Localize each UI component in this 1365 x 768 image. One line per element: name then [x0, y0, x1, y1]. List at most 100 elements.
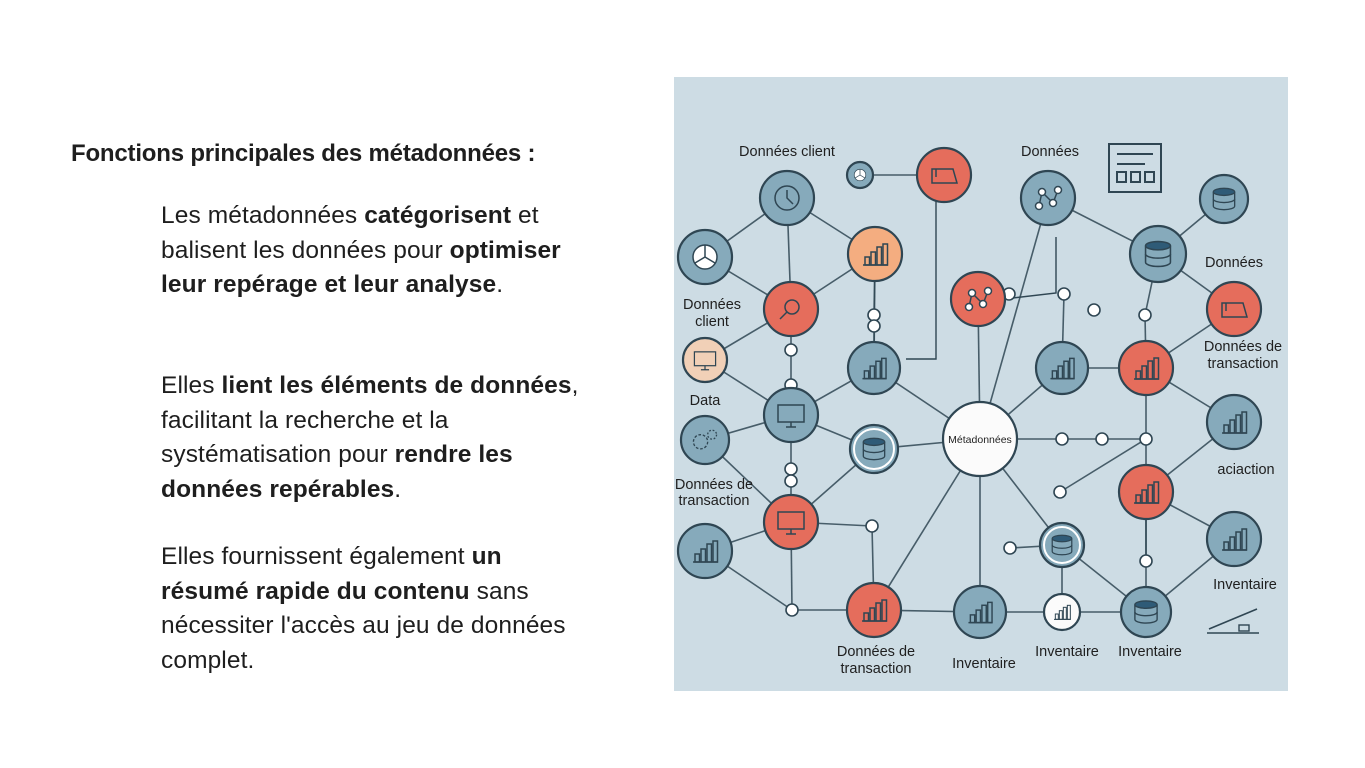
database-icon: [1134, 600, 1158, 624]
db-body: [1144, 245, 1172, 268]
clock-face: [774, 185, 800, 211]
pie-slices: [854, 169, 866, 179]
node-db4: [1198, 173, 1250, 225]
bar-2: [869, 607, 876, 622]
bar-3: [876, 246, 883, 266]
bar-chart-icon: [862, 357, 887, 380]
bar-4: [1241, 528, 1248, 551]
label-inventaire-right: Inventaire: [1213, 577, 1277, 593]
paragraph-3-run-1: Elles fournissent également: [161, 543, 472, 570]
diagram-nodes: [676, 143, 1263, 640]
junction-d13: [1139, 432, 1153, 446]
junction-d1: [784, 343, 798, 357]
doc-cell-2: [1130, 171, 1141, 183]
clock-hands: [786, 190, 794, 205]
bar-1: [863, 612, 870, 622]
label-donnees-right: Données: [1205, 255, 1263, 271]
bar-3: [981, 604, 987, 624]
label-donnees-client-top: Données client: [739, 144, 835, 160]
bar-2: [1057, 365, 1064, 380]
paragraph-1-run-5: .: [496, 271, 504, 298]
network-svg: Données client Données Données Données c…: [674, 77, 1288, 691]
node-cardR2: [1205, 280, 1263, 338]
db-top: [1212, 187, 1236, 197]
edge-60: [1059, 438, 1147, 493]
paragraph-2-run-5: .: [394, 475, 402, 503]
bar-1: [1051, 370, 1058, 380]
search-icon: [779, 299, 800, 320]
vertex-3: [1053, 185, 1063, 195]
diagram-labels: Données client Données Données Données c…: [675, 144, 1282, 677]
node-inner-ring-db1: [853, 428, 895, 470]
bar-4: [986, 601, 993, 624]
stand: [700, 365, 710, 371]
node-db3: [1128, 224, 1188, 284]
db-ring: [1134, 611, 1158, 617]
node-search: [762, 280, 820, 338]
pie-icon: [692, 244, 718, 270]
paragraph-3-run-2: un résumé rapide du contenu: [161, 543, 502, 605]
paragraph-1-run-1: Les métadonnées: [161, 202, 365, 229]
edge-40: [979, 197, 1049, 440]
label-donnees-client-left-2: client: [695, 314, 729, 330]
node-mon2: [762, 386, 820, 444]
bar-chart-icon: [862, 599, 888, 622]
db-ring: [862, 448, 886, 454]
vertex-1: [967, 288, 977, 298]
vertex-2: [1048, 198, 1058, 208]
bar-2: [700, 548, 707, 563]
paragraph-2-run-3: , facilitant la recherche et la systémat…: [161, 372, 579, 468]
bar-4: [1153, 357, 1160, 380]
molecule-icon: [964, 286, 993, 312]
bar-3: [875, 360, 881, 380]
db-body: [1134, 604, 1158, 624]
label-aciaction-right: aciaction: [1217, 462, 1274, 478]
junction-d8: [785, 603, 799, 617]
node-mon3: [762, 493, 820, 551]
bar-3: [1235, 531, 1242, 551]
bar-2: [1229, 419, 1236, 434]
pie-small-icon: [853, 168, 867, 182]
clock-icon: [774, 185, 800, 211]
bar-chart-icon: [1222, 528, 1248, 551]
bar-2: [975, 609, 982, 624]
lens: [784, 299, 800, 315]
document-icon: [1108, 143, 1162, 193]
bar-chart-icon: [1134, 357, 1160, 380]
bar-chart-icon: [968, 601, 993, 624]
database-icon: [1212, 187, 1236, 211]
bar-chart-icon: [1134, 481, 1160, 504]
node-center: [941, 400, 1019, 478]
db-body: [862, 441, 886, 461]
label-transaction-bottom-1: Données de: [837, 644, 915, 660]
vertex-4: [1034, 201, 1044, 211]
pie-slices: [694, 245, 716, 264]
trend-box: [1238, 624, 1250, 632]
bar-chart-icon: [693, 540, 719, 563]
bar-1: [1223, 541, 1230, 551]
label-donnees-client-left-1: Données: [683, 297, 741, 313]
bar-3: [1235, 414, 1242, 434]
bar-2: [1141, 365, 1148, 380]
monitor-icon: [777, 511, 805, 535]
page-title: Fonctions principales des métadonnées :: [71, 140, 536, 167]
bar-1: [694, 553, 701, 563]
bar-4: [712, 540, 719, 563]
bar-3: [1063, 360, 1069, 380]
paragraph-1-run-3: et balisent les données pour: [161, 202, 539, 264]
paragraph-1-run-2: catégorisent: [364, 202, 512, 229]
database-icon: [1144, 240, 1172, 268]
bar-3: [875, 602, 882, 622]
label-transaction-left-1: Données de: [675, 477, 753, 493]
label-transaction-left-2: transaction: [679, 493, 750, 509]
stand: [786, 529, 796, 535]
bar-1: [1054, 613, 1059, 620]
paragraph-linking: Elles lient les éléments de données, fac…: [161, 369, 581, 507]
vertex-2: [978, 299, 988, 309]
node-gears: [679, 414, 731, 466]
label-transaction-right-2: transaction: [1208, 356, 1279, 372]
label-inventaire-bottom-2: Inventaire: [1035, 644, 1099, 660]
db-body: [1051, 538, 1073, 556]
monitor-icon: [777, 404, 805, 428]
junction-d10: [1087, 303, 1101, 317]
